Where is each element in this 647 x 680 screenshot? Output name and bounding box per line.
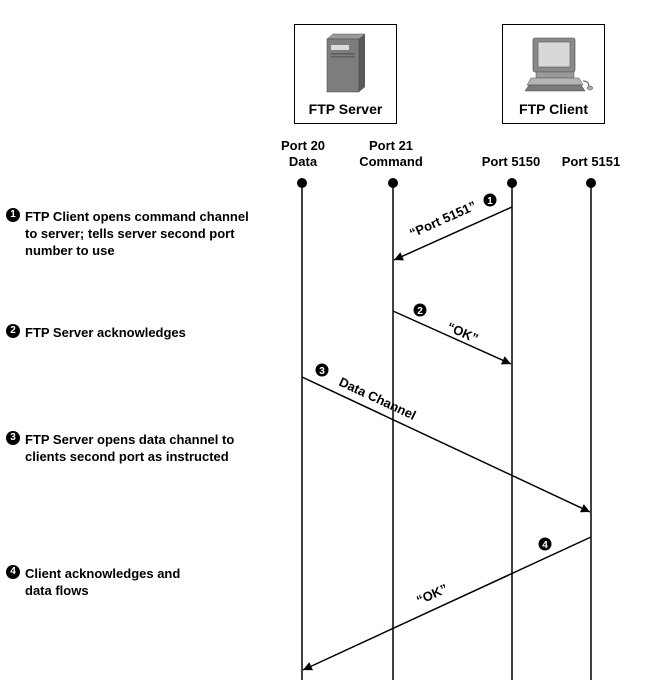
- step-2-description: 2 FTP Server acknowledges: [4, 324, 254, 341]
- port-5150-label: Port 5150: [481, 154, 541, 169]
- arrow-badge-2-num: 2: [417, 306, 423, 317]
- step-3-text: FTP Server opens data channel to clients…: [25, 432, 235, 464]
- arrow-badge-3: [315, 363, 329, 377]
- step-1-badge: 1: [6, 208, 20, 222]
- arrow-step-3: [301, 376, 591, 513]
- message-ok-2: “OK”: [414, 581, 450, 608]
- port-20-label: Port 20 Data: [258, 138, 348, 170]
- arrow-badge-2: [413, 303, 427, 317]
- arrow-badge-4-num: 4: [542, 540, 548, 551]
- ftp-server-label: FTP Server: [308, 101, 383, 117]
- arrow-step-1: [393, 206, 513, 261]
- port-20-role: Data: [288, 154, 318, 169]
- ftp-client-label: FTP Client: [519, 101, 588, 117]
- port-20-number: Port 20: [280, 138, 326, 153]
- arrow-badge-1: [483, 193, 497, 207]
- step-1-description: 1 FTP Client opens command channel to se…: [4, 208, 254, 259]
- message-port-5151: “Port 5151”: [407, 198, 478, 241]
- step-4-description: 4 Client acknowledges and data flows: [4, 565, 254, 599]
- desktop-computer-icon: [524, 37, 594, 92]
- step-2-badge: 2: [6, 324, 20, 338]
- port-20-dot: [297, 178, 307, 188]
- step-1-text: FTP Client opens command channel to serv…: [25, 209, 249, 258]
- port-21-number: Port 21: [368, 138, 414, 153]
- port-21-role: Command: [359, 154, 423, 169]
- port-21-dot: [388, 178, 398, 188]
- arrow-step-4: [302, 536, 592, 671]
- step-4-badge: 4: [6, 565, 20, 579]
- server-tower-icon: [326, 33, 366, 93]
- port-21-label: Port 21 Command: [341, 138, 441, 170]
- arrow-step-2: [392, 310, 512, 365]
- step-3-badge: 3: [6, 431, 20, 445]
- port-5150-dot: [507, 178, 517, 188]
- arrow-badge-4: [538, 537, 552, 551]
- step-3-description: 3 FTP Server opens data channel to clien…: [4, 431, 254, 465]
- step-2-text: FTP Server acknowledges: [25, 325, 186, 340]
- ftp-server-box: FTP Server: [294, 24, 397, 124]
- arrow-badge-1-num: 1: [487, 196, 493, 207]
- arrow-badge-3-num: 3: [319, 366, 325, 377]
- step-4-text: Client acknowledges and data flows: [25, 566, 181, 598]
- port-5151-label: Port 5151: [561, 154, 621, 169]
- port-5151-dot: [586, 178, 596, 188]
- ftp-client-box: FTP Client: [502, 24, 605, 124]
